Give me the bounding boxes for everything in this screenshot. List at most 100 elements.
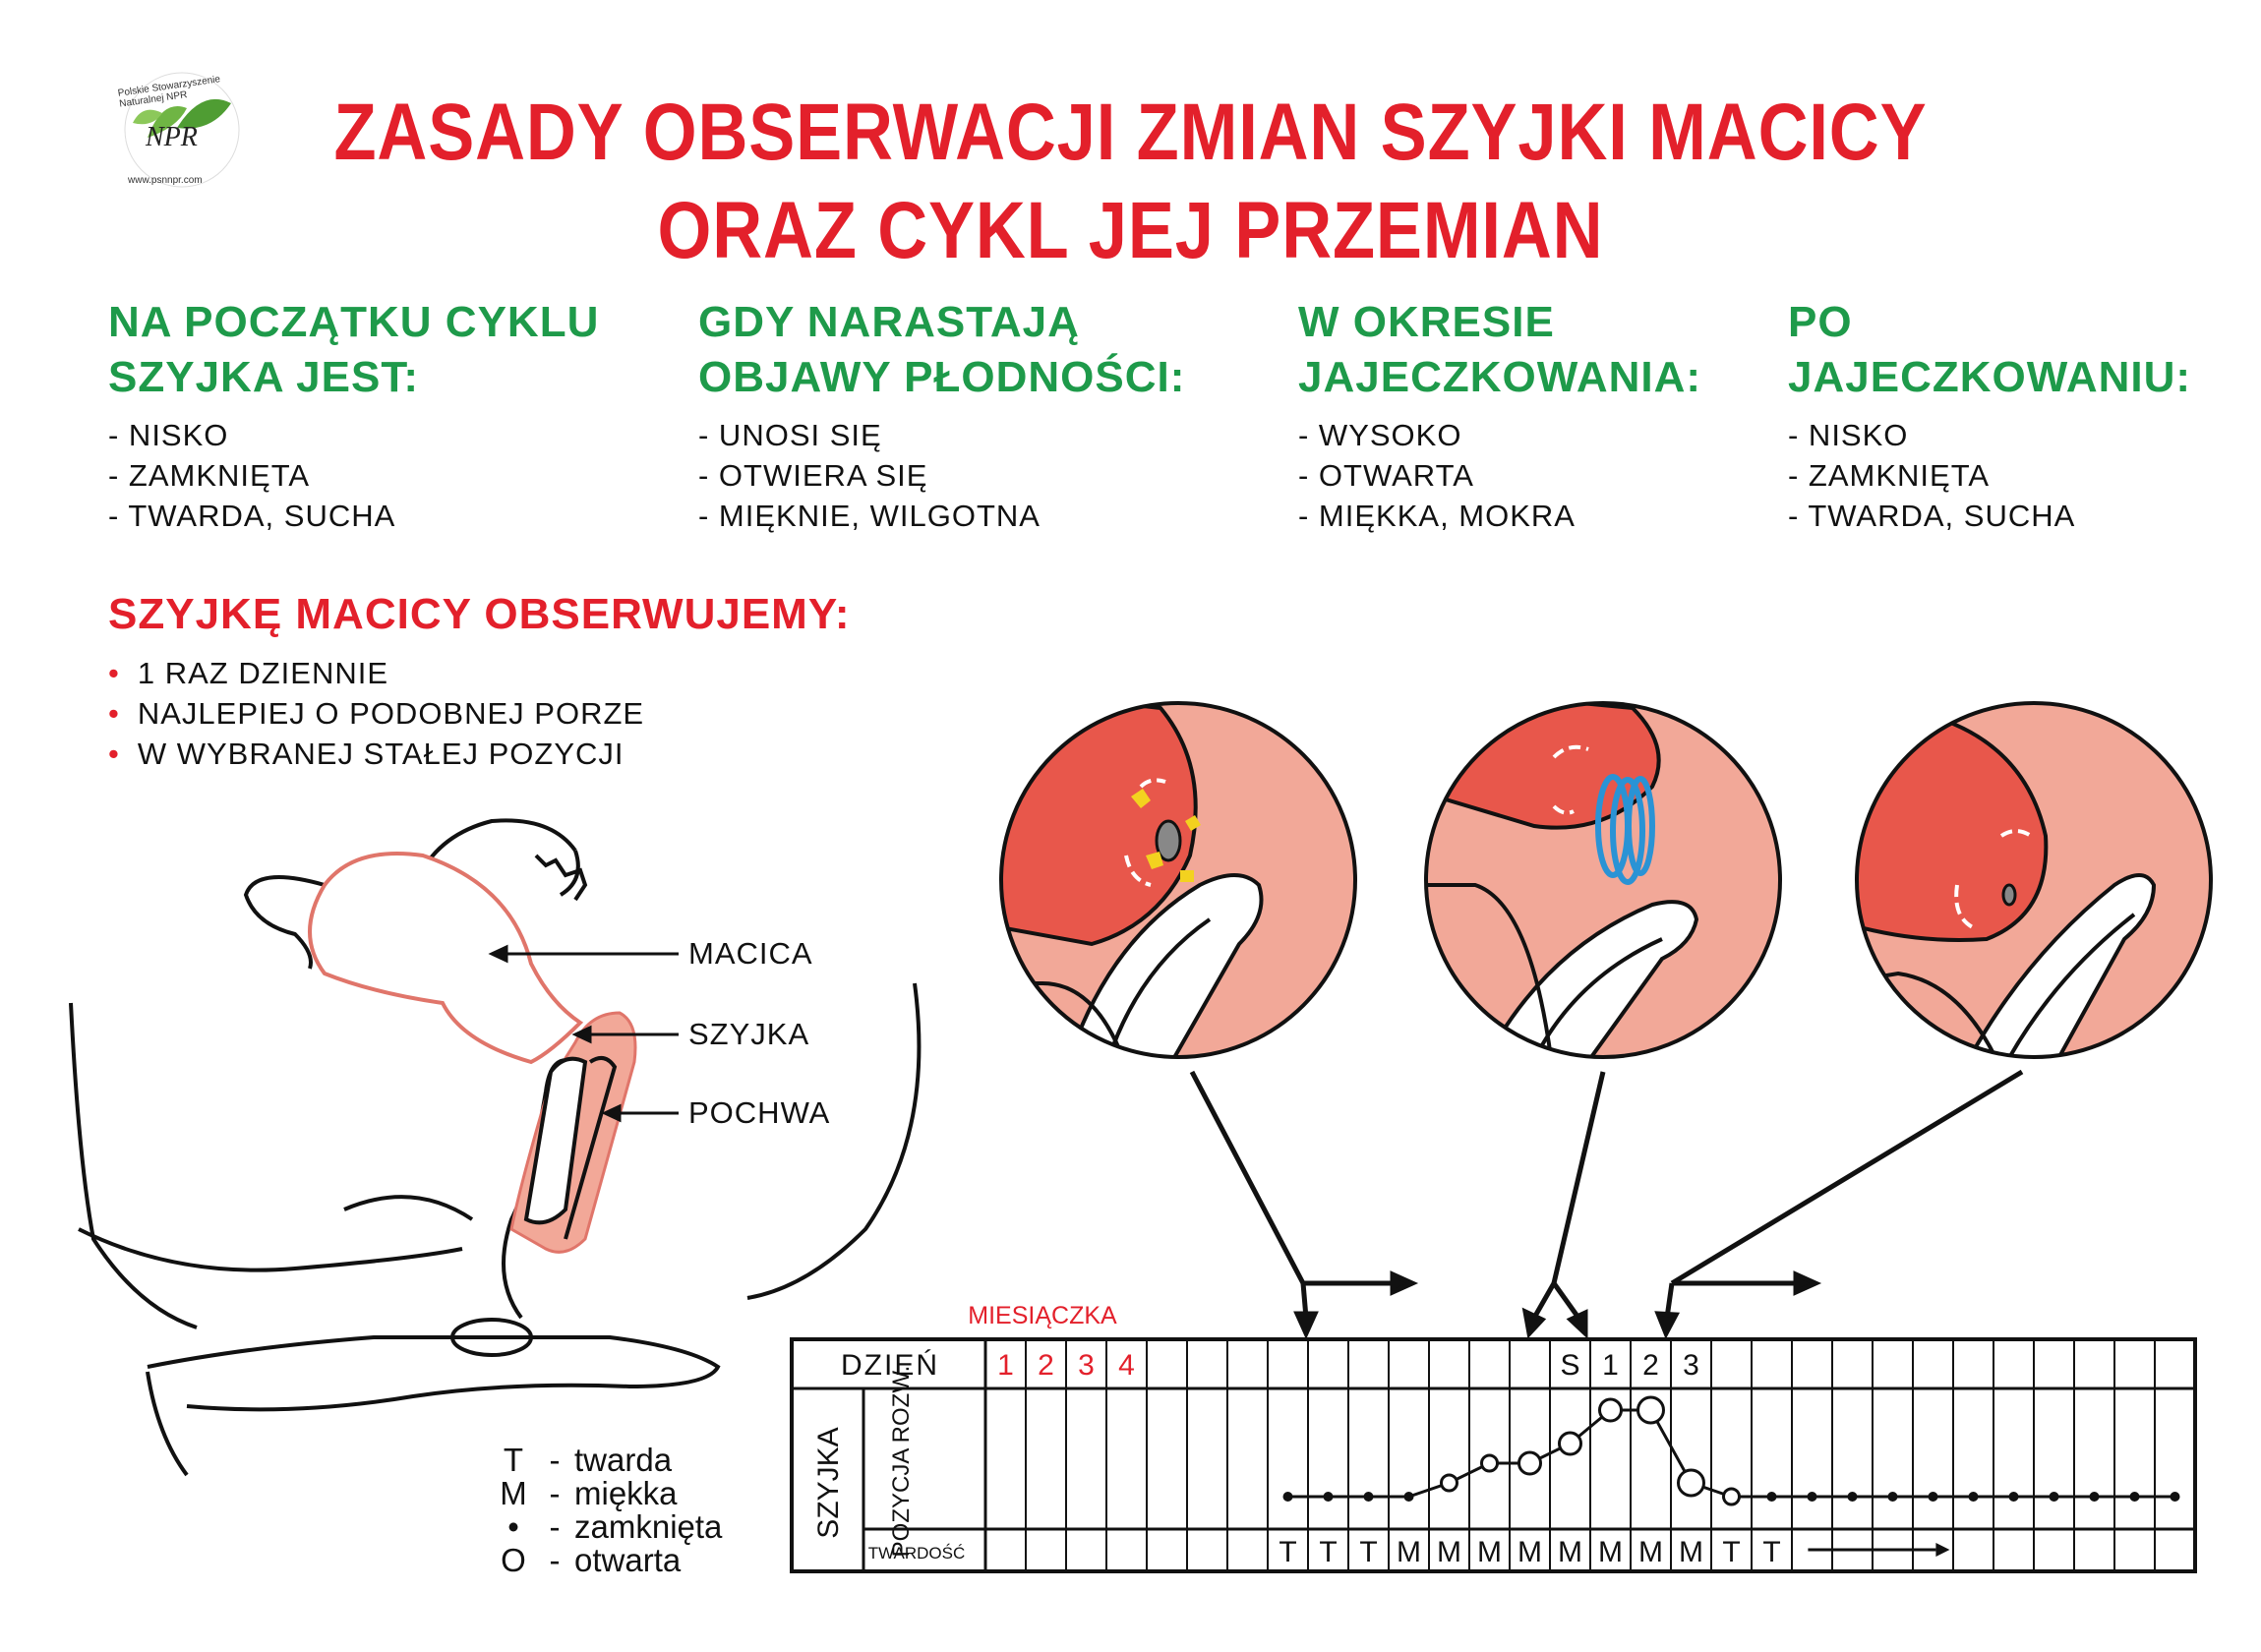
menstruation-label: MIESIĄCZKA (968, 1302, 1117, 1329)
position-point (1403, 1492, 1414, 1502)
observation-item: •1 RAZ DZIENNIE (108, 656, 389, 690)
position-point (1968, 1492, 1979, 1502)
position-point (1928, 1492, 1938, 1502)
position-point (2170, 1492, 2180, 1502)
phase-item: - OTWARTA (1298, 458, 1474, 493)
position-point (1887, 1492, 1898, 1502)
legend-row: M-miękka (500, 1475, 678, 1511)
phase-item: - TWARDA, SUCHA (108, 499, 396, 533)
closeup-ovulation (1426, 703, 1780, 1057)
hardness-label: TWARDOŚĆ (868, 1544, 966, 1563)
legend: T-twarda M-miękka •-zamknięta O-otwarta (492, 1444, 722, 1577)
day-number: 3 (1683, 1349, 1699, 1382)
legend-row: •-zamknięta (507, 1508, 723, 1545)
day-number: 2 (1642, 1349, 1659, 1382)
mucus-icon (1595, 774, 1655, 885)
position-point (2089, 1492, 2100, 1502)
position-point (1440, 1473, 1458, 1493)
phase-item: - ZAMKNIĘTA (1788, 458, 1991, 493)
finger-shape (523, 1056, 588, 1225)
day-number: 2 (1038, 1349, 1054, 1382)
phase-item: - TWARDA, SUCHA (1788, 499, 2076, 533)
page-title-line1: ZASADY OBSERWACJI ZMIAN SZYJKI MACICY (333, 88, 1928, 177)
phase-item: - NISKO (1788, 418, 1909, 452)
phase-item: - ZAMKNIĘTA (108, 458, 311, 493)
chart-grid (790, 1337, 2197, 1573)
position-point (1480, 1453, 1499, 1473)
position-point (1847, 1492, 1858, 1502)
label-uterus: MACICA (688, 936, 813, 971)
position-point (1323, 1492, 1334, 1502)
hardness-letter: T (1722, 1536, 1740, 1568)
hardness-letter: M (1437, 1536, 1461, 1568)
hardness-letter: T (1319, 1536, 1337, 1568)
position-point (2008, 1492, 2019, 1502)
phase-item: - NISKO (108, 418, 229, 452)
position-point (2129, 1492, 2140, 1502)
day-number: 1 (997, 1349, 1014, 1382)
logo-url: www.psnnpr.com (128, 175, 203, 186)
leaf-logo-icon (124, 72, 240, 188)
observation-rules: SZYJKĘ MACICY OBSERWUJEMY: •1 RAZ DZIENN… (108, 590, 851, 774)
hardness-letter: M (1517, 1536, 1542, 1568)
cervix-os-icon (1155, 819, 1182, 862)
observation-heading: SZYJKĘ MACICY OBSERWUJEMY: (108, 590, 851, 638)
day-label: DZIEŃ (841, 1349, 939, 1382)
day-number: 1 (1602, 1349, 1619, 1382)
hardness-letter: T (1279, 1536, 1296, 1568)
hardness-letter: M (1477, 1536, 1502, 1568)
closeup-start (1001, 703, 1355, 1057)
chart-frame (790, 1337, 2197, 1573)
hardness-letter: M (1638, 1536, 1663, 1568)
day-number: 3 (1078, 1349, 1095, 1382)
phase-item: - OTWIERA SIĘ (698, 458, 928, 493)
cervix-os-closed-icon (2001, 883, 2017, 907)
hardness-letter: M (1598, 1536, 1623, 1568)
observation-item: •NAJLEPIEJ O PODOBNEJ PORZE (108, 696, 645, 731)
body-outline-left (69, 1002, 198, 1329)
position-point (1558, 1431, 1582, 1456)
logo-text: NPR (146, 122, 198, 152)
day-number: S (1560, 1349, 1579, 1382)
position-point (1807, 1492, 1817, 1502)
body-outline-right (746, 982, 922, 1300)
position-point (1363, 1492, 1374, 1502)
position-point (1517, 1450, 1542, 1476)
side-label: SZYJKA (812, 1427, 845, 1538)
position-point (1677, 1468, 1705, 1498)
phase-item: - MIĘKKA, MOKRA (1298, 499, 1576, 533)
position-point (1598, 1397, 1623, 1423)
legend-row: O-otwarta (501, 1542, 682, 1578)
hardness-letter: T (1762, 1536, 1780, 1568)
logo: Polskie Stowarzyszenie Naturalnej NPR NP… (108, 69, 256, 197)
label-cervix: SZYJKA (688, 1017, 810, 1051)
page-title-line2: ORAZ CYKL JEJ PRZEMIAN (657, 186, 1604, 275)
position-point (1722, 1487, 1741, 1506)
phase-item: - MIĘKNIE, WILGOTNA (698, 499, 1041, 533)
position-line (1287, 1408, 2175, 1499)
label-vagina: POCHWA (688, 1095, 831, 1130)
position-point (1636, 1395, 1665, 1425)
position-point (2049, 1492, 2059, 1502)
phase-item: - UNOSI SIĘ (698, 418, 882, 452)
hardness-letter: M (1679, 1536, 1703, 1568)
hardness-arrowhead (1935, 1543, 1950, 1557)
position-point (1282, 1492, 1293, 1502)
hardness-letter: M (1397, 1536, 1421, 1568)
uterus-shape (308, 852, 584, 1065)
phase-item: - WYSOKO (1298, 418, 1462, 452)
day-number: 4 (1118, 1349, 1135, 1382)
position-point (1766, 1492, 1777, 1502)
